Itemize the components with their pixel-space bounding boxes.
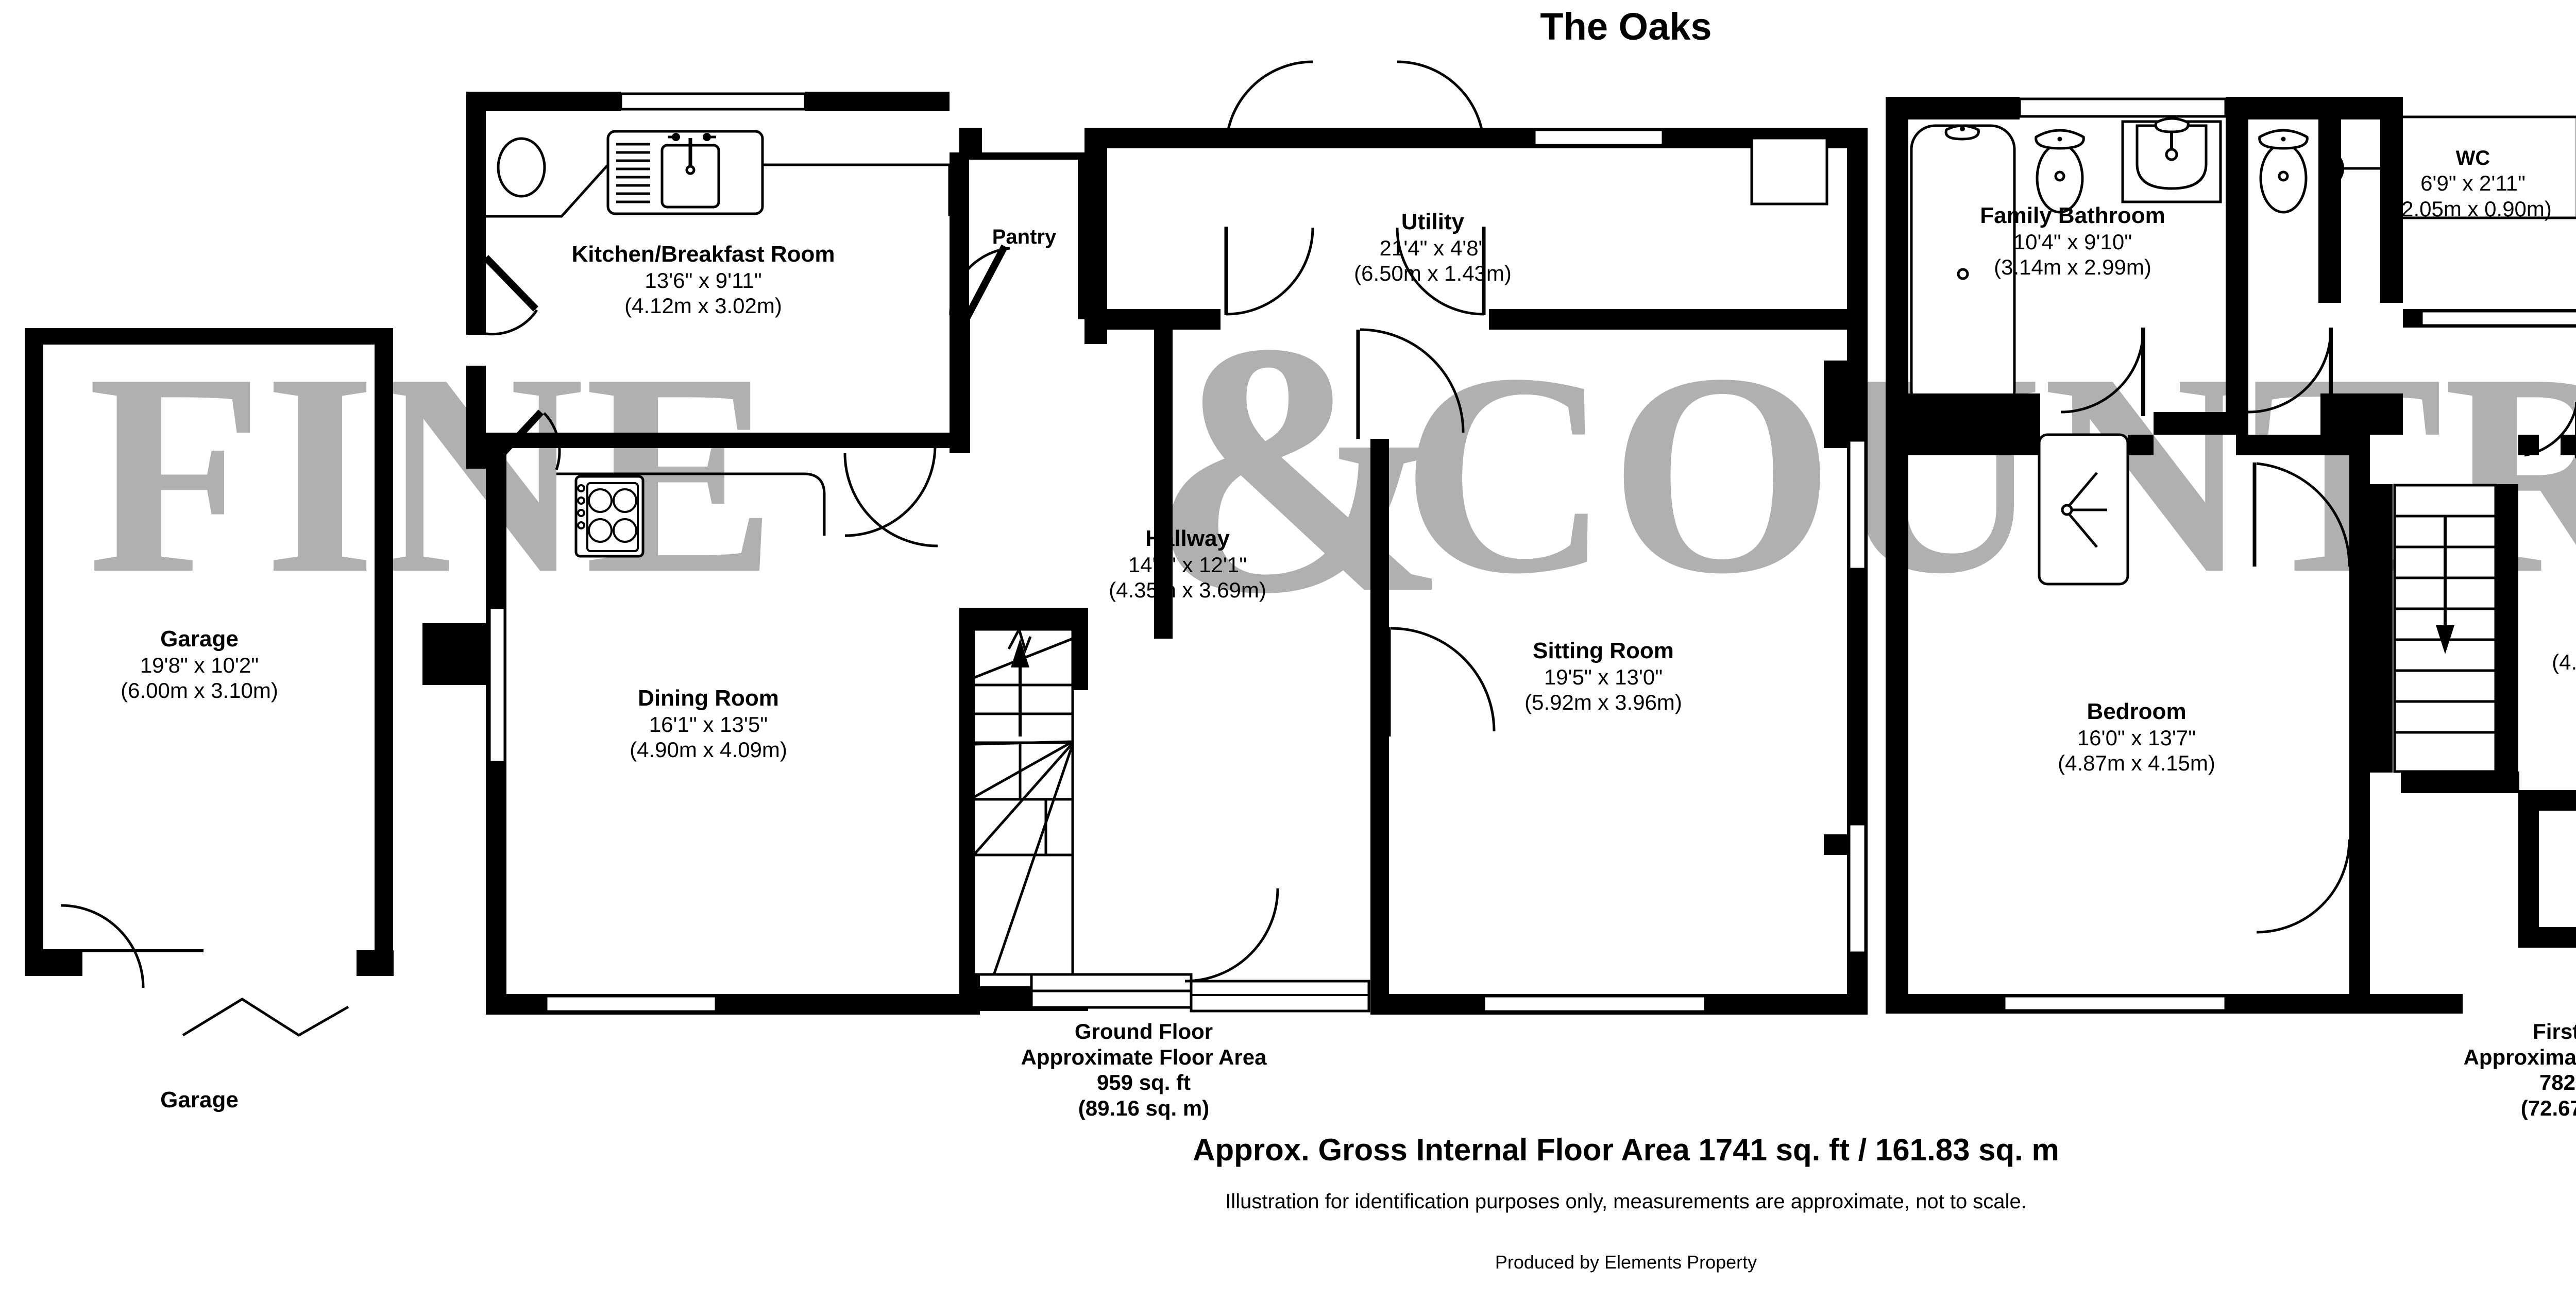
room-dim-metric-hallway: (4.35m x 3.69m) (1109, 578, 1266, 603)
produced-by-text: Produced by Elements Property (1495, 1252, 1757, 1273)
room-name-hallway: Hallway (1145, 526, 1230, 551)
room-dim-imperial-bedroom-main: 16'0" x 13'7" (2077, 725, 2196, 750)
room-name-bedroom-main: Bedroom (2087, 699, 2187, 724)
room-label-bedroom-middle: Bedroom14'2" x 8'3"(4.33m x 2.52m) (2552, 597, 2576, 675)
floor-name-first-floor: First Floor (2533, 1019, 2576, 1043)
page-title: The Oaks (1540, 5, 1712, 48)
room-dim-imperial-wc: 6'9" x 2'11" (2420, 171, 2526, 196)
disclaimer-text: Illustration for identification purposes… (1225, 1190, 2027, 1213)
room-dim-metric-kitchen-breakfast-room: (4.12m x 3.02m) (624, 294, 782, 318)
annotation-garage-door-callout: Garage (160, 1087, 239, 1112)
room-dim-imperial-hallway: 14'3" x 12'1" (1128, 552, 1247, 577)
room-dim-imperial-dining-room: 16'1" x 13'5" (649, 712, 768, 736)
room-dim-metric-family-bathroom: (3.14m x 2.99m) (1994, 255, 2151, 280)
room-name-kitchen-breakfast-room: Kitchen/Breakfast Room (571, 242, 835, 267)
room-dim-imperial-family-bathroom: 10'4" x 9'10" (2013, 229, 2132, 254)
room-dim-imperial-sitting-room: 19'5" x 13'0" (1544, 664, 1663, 689)
room-name-wc: WC (2455, 147, 2490, 169)
room-dim-metric-bedroom-main: (4.87m x 4.15m) (2058, 751, 2215, 776)
room-dim-metric-garage: (6.00m x 3.10m) (121, 678, 278, 703)
room-dim-metric-wc: (2.05m x 0.90m) (2394, 196, 2552, 221)
gross-internal-area-text: Approx. Gross Internal Floor Area 1741 s… (1193, 1133, 2059, 1167)
floor-area-label-ground-floor: Approximate Floor Area (1021, 1044, 1267, 1069)
room-dim-metric-utility: (6.50m x 1.43m) (1354, 261, 1512, 286)
room-name-pantry: Pantry (992, 226, 1057, 248)
room-name-dining-room: Dining Room (638, 686, 779, 711)
floor-area-sqft-first-floor: 782 sq. ft (2539, 1070, 2576, 1095)
room-dim-imperial-utility: 21'4" x 4'8" (1379, 235, 1486, 260)
floor-area-sqm-first-floor: (72.67 sq. m) (2520, 1095, 2576, 1120)
room-dim-imperial-garage: 19'8" x 10'2" (140, 653, 259, 677)
room-dim-metric-sitting-room: (5.92m x 3.96m) (1524, 690, 1682, 715)
floor-area-sqft-ground-floor: 959 sq. ft (1096, 1070, 1191, 1095)
room-dim-imperial-bedroom-middle: 14'2" x 8'3" (2552, 624, 2576, 650)
first-floor-plan (1886, 97, 2576, 1014)
floor-area-label-first-floor: Approximate Floor Area (2463, 1044, 2576, 1069)
ground-floor-plan (25, 60, 1868, 1037)
room-name-bedroom-middle: Bedroom (2552, 597, 2576, 624)
room-dim-imperial-kitchen-breakfast-room: 13'6" x 9'11" (645, 268, 762, 293)
room-dim-metric-dining-room: (4.90m x 4.09m) (630, 738, 787, 762)
floor-area-sqm-ground-floor: (89.16 sq. m) (1078, 1095, 1210, 1120)
ground-floor-walls (422, 60, 1868, 1015)
room-label-pantry: Pantry (992, 225, 1057, 249)
garage-outline (25, 328, 394, 1037)
room-dim-metric-bedroom-middle: (4.33m x 2.52m) (2552, 650, 2576, 675)
room-name-family-bathroom: Family Bathroom (1980, 203, 2165, 228)
room-name-sitting-room: Sitting Room (1533, 638, 1674, 663)
floor-name-ground-floor: Ground Floor (1074, 1019, 1213, 1043)
room-name-garage: Garage (160, 626, 239, 652)
room-name-utility: Utility (1401, 209, 1465, 234)
